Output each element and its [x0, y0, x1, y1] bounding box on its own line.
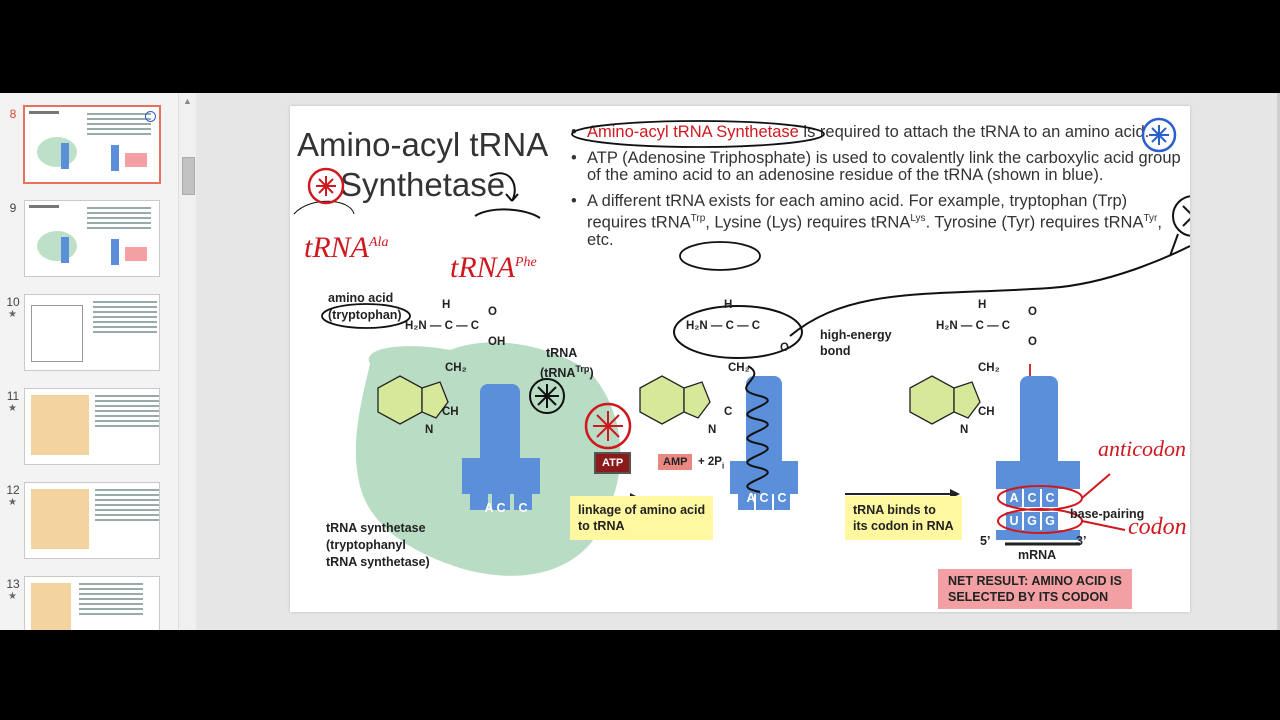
- anticodon-letter: C: [518, 501, 528, 515]
- trna-stem-3: [1020, 376, 1058, 481]
- slide-title-line-1[interactable]: Amino-acyl tRNA: [297, 126, 549, 163]
- handwritten-trna-phe: tRNAPhe: [450, 251, 537, 284]
- label-synthetase-3: tRNA synthetase): [326, 555, 430, 569]
- diagram-graphics: [293, 117, 1190, 576]
- anticodon-letter: C: [1045, 491, 1055, 505]
- canvas-scrollbar[interactable]: [1277, 93, 1280, 630]
- amp-label: AMP: [658, 454, 693, 470]
- label-trna-trp: (tRNATrp): [540, 364, 594, 381]
- thumbnail-preview: [23, 105, 161, 184]
- handwritten-anticodon: anticodon: [1098, 436, 1186, 461]
- slide[interactable]: Amino-acyl tRNA Synthetase Amino-acyl tR…: [290, 106, 1190, 612]
- thumbnail-preview: [24, 200, 160, 277]
- anticodon-letter: A: [746, 491, 756, 505]
- thumbnail-number: 10: [6, 295, 20, 309]
- label-synthetase-2: (tryptophanyl: [326, 538, 406, 552]
- atp-label: ATP: [594, 452, 632, 474]
- thumbnail-slide-12[interactable]: 12 ★: [0, 482, 178, 560]
- scrollbar-thumb[interactable]: [182, 157, 195, 195]
- thumbnail-number: 12: [6, 483, 20, 497]
- label-trna: tRNA: [546, 346, 578, 360]
- anticodon-letter: C: [1027, 491, 1037, 505]
- slide-thumbnail-pane[interactable]: 8 9 10 ★: [0, 93, 178, 630]
- thumbnail-number: 13: [6, 577, 20, 591]
- anticodon-letter: A: [1009, 491, 1019, 505]
- thumbnail-slide-10[interactable]: 10 ★: [0, 294, 178, 372]
- label-base-pairing: base-pairing: [1070, 507, 1145, 521]
- label-tryptophan: (tryptophan): [328, 308, 402, 322]
- anticodon-letter: A: [484, 501, 494, 515]
- anticodon-letter: C: [777, 491, 787, 505]
- label-synthetase-1: tRNA synthetase: [326, 521, 426, 535]
- thumbnail-preview: [24, 482, 160, 559]
- animation-star-icon: ★: [8, 497, 17, 508]
- handwritten-trna-ala: tRNAAla: [304, 231, 389, 264]
- anticodon-letter: C: [496, 501, 506, 515]
- animation-star-icon: ★: [8, 309, 17, 320]
- codon-letter: G: [1027, 514, 1037, 528]
- label-2pi: + 2Pi: [698, 456, 725, 471]
- thumbnail-preview: [24, 576, 160, 630]
- thumbnail-preview: [24, 294, 160, 371]
- handwritten-codon: codon: [1128, 514, 1187, 540]
- label-high-energy: high-energy: [820, 328, 892, 342]
- highlight-text: Amino-acyl tRNA Synthetase: [587, 123, 799, 141]
- animation-star-icon: ★: [8, 591, 17, 602]
- thumbnail-number: 11: [6, 389, 20, 403]
- thumbnail-slide-11[interactable]: 11 ★: [0, 388, 178, 466]
- bullet-list[interactable]: Amino-acyl tRNA Synthetase is required t…: [571, 124, 1181, 258]
- label-amino-acid: amino acid: [328, 291, 394, 305]
- powerpoint-window: 8 9 10 ★: [0, 93, 1280, 630]
- codon-letter: U: [1009, 514, 1019, 528]
- thumbnail-slide-13[interactable]: 13 ★: [0, 576, 178, 630]
- codon-letter: G: [1045, 514, 1055, 528]
- thumbnail-number: 9: [9, 201, 17, 215]
- thumbnail-scrollbar[interactable]: ▲: [178, 93, 196, 630]
- thumbnail-number: 8: [9, 107, 17, 121]
- label-mrna: mRNA: [1018, 548, 1057, 562]
- animation-star-icon: ★: [8, 403, 17, 414]
- thumbnail-slide-9[interactable]: 9: [0, 200, 178, 278]
- label-5-prime: 5’: [980, 534, 991, 548]
- thumbnail-slide-8[interactable]: 8: [0, 105, 178, 184]
- thumbnail-preview: [24, 388, 160, 465]
- bullet-1: Amino-acyl tRNA Synthetase is required t…: [571, 123, 1181, 142]
- label-bond: bond: [820, 344, 851, 358]
- anticodon-letter: C: [759, 491, 769, 505]
- slide-title-line-2[interactable]: Synthetase: [340, 166, 506, 203]
- bullet-3: A different tRNA exists for each amino a…: [571, 193, 1181, 249]
- scroll-up-arrow-icon[interactable]: ▲: [183, 96, 192, 106]
- label-3-prime: 3’: [1076, 534, 1087, 548]
- bullet-2: ATP (Adenosine Triphosphate) is used to …: [571, 150, 1181, 184]
